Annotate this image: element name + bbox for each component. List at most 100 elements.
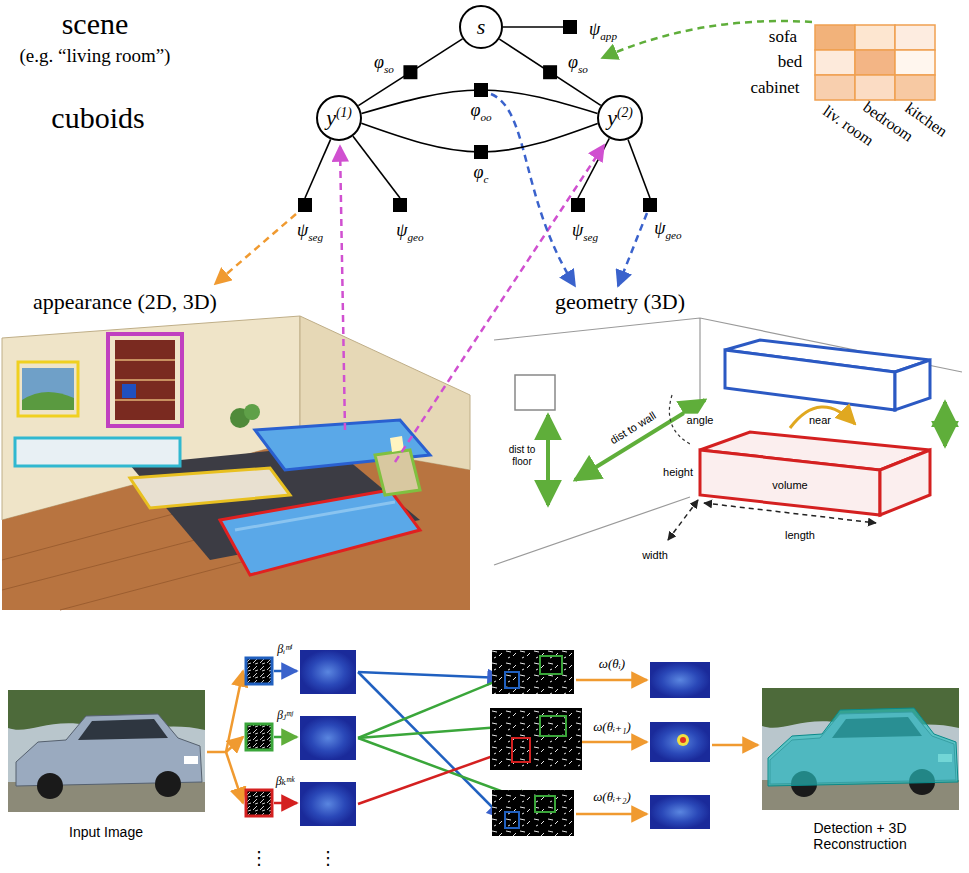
heat-table [855,25,895,50]
factor-label: ψapp [589,19,617,42]
living-room-render [122,384,136,398]
ellipsis: ⋮ [250,848,268,869]
pipeline-arrows [274,670,297,673]
panel-heading: appearance (2D, 3D) [33,289,217,314]
pipeline-arrows [358,750,510,804]
symbol-base: ψ [654,218,665,238]
edge-group [358,39,462,106]
heat-table [815,25,935,100]
image-caption: Detection + 3D Reconstruction [770,820,950,852]
pipeline-arrows [576,679,647,682]
factor-label: φso [568,52,588,75]
feature-maps [492,790,574,836]
superscript: (1) [336,105,352,120]
symbol-base: φ [470,100,480,120]
feature-label: height [661,466,695,479]
geometry-sketch [895,360,930,410]
output-photo [762,688,959,810]
part-filters [246,658,272,684]
factor-square [298,198,312,212]
heading: scene [62,7,129,42]
living-room-render [18,362,78,416]
living-room-render [220,490,420,575]
factor-square [474,145,488,159]
part-filters [246,790,272,816]
part-filters [246,658,272,816]
response-maps [677,734,689,746]
pipeline-arrows [712,744,758,747]
table-row-label: sofa [769,27,797,47]
heat-table [815,25,855,50]
factor-square [563,20,577,34]
living-room-render [115,360,175,400]
symbol-base: y [607,106,617,131]
living-room-render [2,316,300,520]
feature-label: dist to floor [500,444,544,467]
transform-label: ω(θᵢ₊₂) [593,790,631,805]
response-maps [650,795,710,829]
node-label: y(2) [607,106,633,129]
geometry-sketch [790,407,855,428]
geometry-sketch [700,450,880,515]
geometry-sketch [546,415,550,505]
feature-maps [505,672,519,688]
part-filters [246,724,272,750]
pipeline-arrows [226,737,243,752]
subscript: seg [583,231,598,243]
transform-label: ω(θᵢ₊₁) [593,720,631,735]
pointer-arrows [618,213,647,286]
heat-table [815,50,855,75]
factor-square [474,83,488,97]
living-room-render [22,392,74,410]
output-photo [762,688,959,810]
filter-label: βᵢᵐⁱ [277,643,292,657]
feature-maps [540,716,566,736]
geometry-sketch [515,375,555,410]
factor-square [543,65,557,79]
transform-label: ω(θᵢ) [599,657,625,672]
factor-wires [503,26,563,28]
living-room-render [108,334,182,426]
pointer-arrows [340,146,345,430]
heat-table [855,75,895,100]
response-maps [300,650,356,694]
feature-maps [492,650,574,694]
image-caption: Input Image [69,824,143,840]
factor-edge [358,39,462,106]
panel-heading: geometry (3D) [555,289,685,314]
response-maps [680,737,686,743]
factor-square [393,198,407,212]
subscript: so [578,63,588,75]
factor-wires [578,138,609,198]
factor-square [403,65,417,79]
symbol-base: φ [374,52,384,72]
geometry-sketch [725,350,895,410]
geometry-sketch [704,503,876,523]
node-label: s [477,16,486,38]
pipeline-arrows [576,813,647,816]
factor-square [571,198,585,212]
heat-table [815,75,855,100]
feature-label: width [640,549,670,562]
symbol-base: ψ [589,19,600,39]
subscript: geo [408,231,424,243]
subscript: geo [666,229,682,241]
factor-wires [628,140,650,199]
heading: cuboids [51,101,144,136]
ellipsis: ⋮ [319,848,337,869]
living-room-render [22,368,74,410]
feature-maps [512,738,530,762]
pipeline-arrows [274,736,297,739]
heat-table [895,75,935,100]
heat-table [895,25,935,50]
pipeline-arrows [226,752,243,803]
table-row-label: cabinet [750,78,799,98]
factor-label: ψgeo [396,220,423,243]
symbol-base: φ [474,162,484,182]
living-room-render [2,316,470,610]
geometry-sketch [943,402,947,446]
living-room-render [235,502,395,530]
feature-label: length [783,529,817,542]
geometry-sketch [668,500,698,540]
